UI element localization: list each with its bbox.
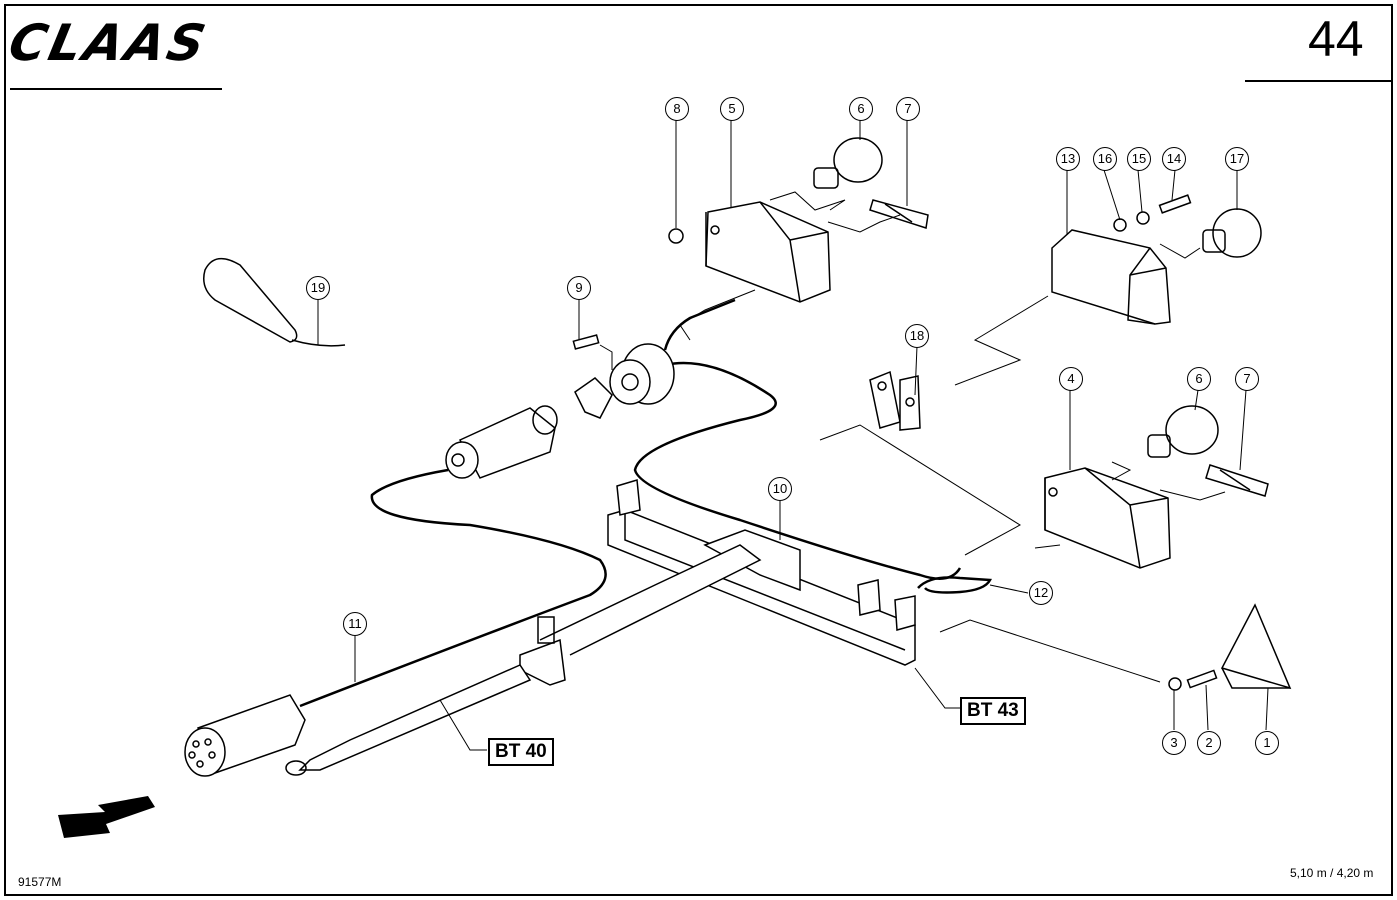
rear-light-unit-4	[1044, 467, 1171, 569]
callout-6-top: 6	[849, 97, 873, 121]
callout-6-right: 6	[1187, 367, 1211, 391]
washer-8	[668, 228, 684, 244]
callout-1: 1	[1255, 731, 1279, 755]
screw-2	[1186, 669, 1218, 689]
callout-11: 11	[343, 612, 367, 636]
socket-9	[572, 334, 675, 419]
festoon-bulb-7-top	[869, 199, 929, 229]
plug-lower	[184, 694, 306, 777]
page-number-rule	[1245, 80, 1393, 82]
callout-4: 4	[1059, 367, 1083, 391]
scale-note: 5,10 m / 4,20 m	[1290, 866, 1374, 880]
callout-17: 17	[1225, 147, 1249, 171]
callout-7-top: 7	[896, 97, 920, 121]
callout-5: 5	[720, 97, 744, 121]
page-border	[4, 4, 1393, 896]
callout-3: 3	[1162, 731, 1186, 755]
callout-12: 12	[1029, 581, 1053, 605]
trailer-frame	[285, 479, 916, 776]
reference-bt40[interactable]: BT 40	[488, 738, 554, 766]
page-number: 44	[1308, 11, 1364, 67]
strap-19	[203, 257, 346, 347]
callout-15: 15	[1127, 147, 1151, 171]
mounting-bracket-18	[869, 370, 921, 431]
callout-2: 2	[1197, 731, 1221, 755]
festoon-bulb-7-right	[1205, 464, 1269, 497]
callout-19: 19	[306, 276, 330, 300]
nut-3	[1168, 677, 1182, 691]
cable-10	[633, 361, 962, 580]
rear-light-unit-5	[705, 201, 831, 303]
header-rule	[10, 88, 222, 90]
nut-16	[1113, 218, 1127, 232]
warning-triangle-1	[1220, 603, 1292, 690]
callout-10: 10	[768, 477, 792, 501]
nut-15	[1136, 211, 1150, 225]
callout-16: 16	[1093, 147, 1117, 171]
bulb-6-right	[1147, 405, 1219, 458]
bulb-6-top	[813, 137, 883, 189]
direction-arrow	[58, 796, 155, 838]
callout-8: 8	[665, 97, 689, 121]
plug-upper	[445, 405, 558, 479]
reference-bt43[interactable]: BT 43	[960, 697, 1026, 725]
cable-12	[917, 576, 992, 594]
callout-14: 14	[1162, 147, 1186, 171]
callout-9: 9	[567, 276, 591, 300]
screw-14	[1158, 194, 1192, 214]
callout-7-right: 7	[1235, 367, 1259, 391]
cable-11	[299, 468, 607, 708]
drawing-id: 91577M	[18, 875, 62, 889]
callout-13: 13	[1056, 147, 1080, 171]
callout-18: 18	[905, 324, 929, 348]
clearance-light-13	[1051, 229, 1171, 325]
bulb-17	[1202, 208, 1262, 258]
